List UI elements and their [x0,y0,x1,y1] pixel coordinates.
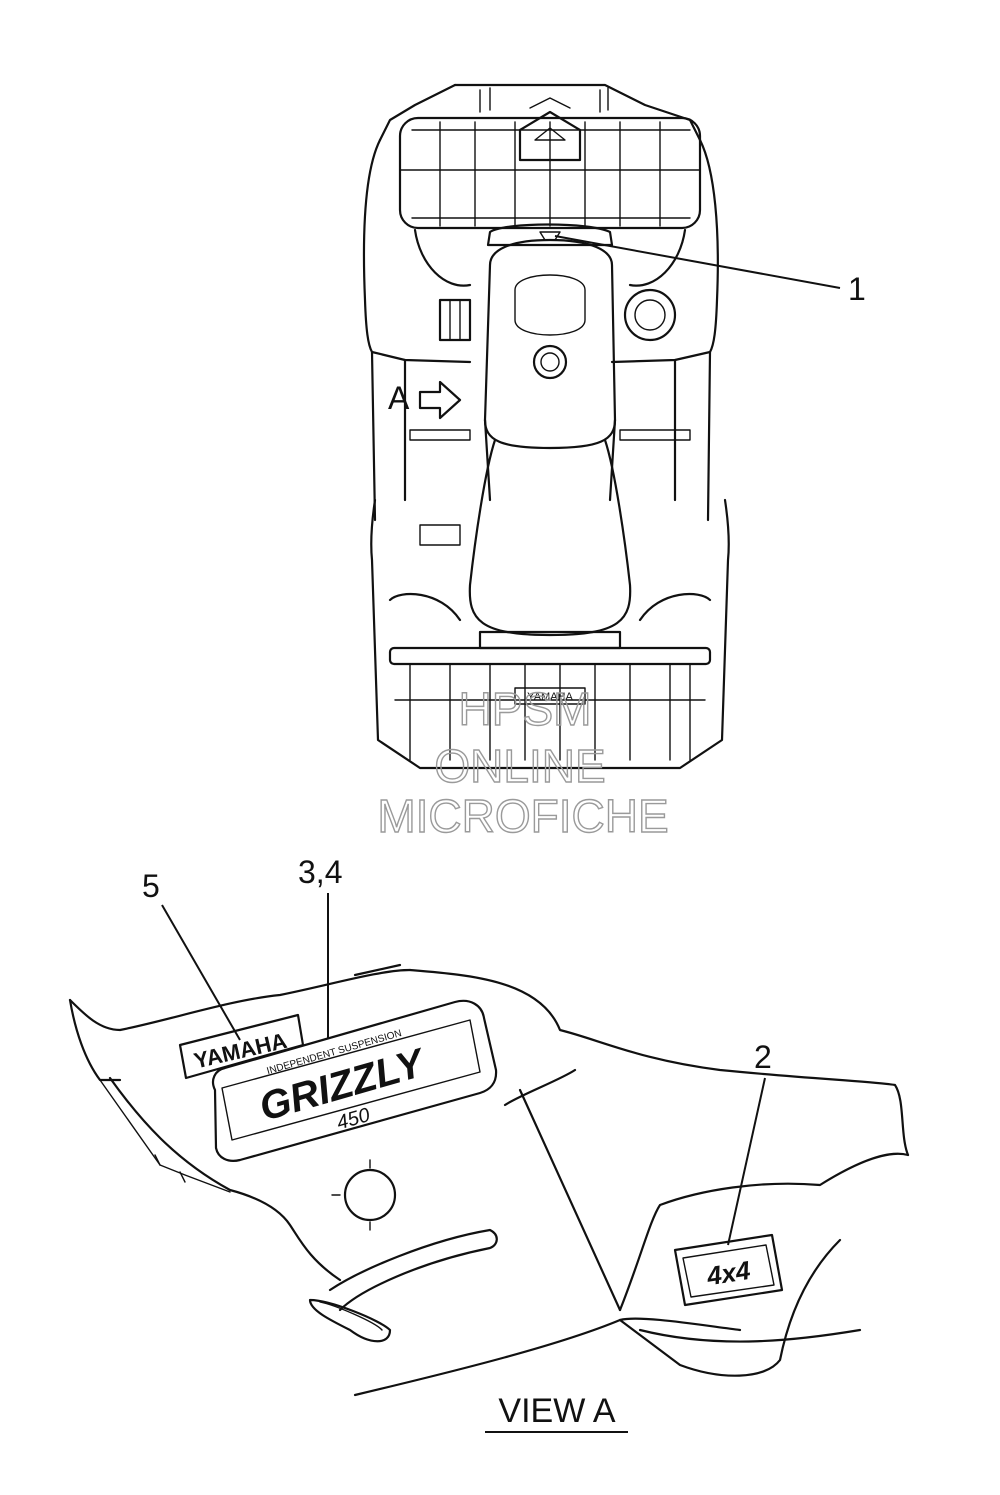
callout-label-3-4: 3,4 [298,854,342,890]
callout-label-5: 5 [142,868,160,904]
callout-label-1: 1 [848,271,866,307]
4x4-decal-text: 4x4 [704,1255,753,1292]
view-arrow-label: A [388,380,410,416]
view-title-text: VIEW A [498,1392,615,1430]
callout-1: 1 [554,235,866,307]
rear-brand-text: YAMAHA [527,691,573,703]
watermark: HPSM ONLINE MICROFICHE [377,682,670,842]
view-a-title: VIEW A [485,1392,628,1433]
rear-rack [388,592,712,761]
leader-line-5 [161,904,241,1041]
callout-2: 2 [727,1039,772,1246]
view-a-arrow: A [388,380,462,420]
watermark-line-1: HPSM [459,683,592,735]
4x4-decal: 4x4 [673,1233,784,1307]
right-arrow-icon [418,380,462,420]
side-view-detail [68,963,910,1397]
rear-brand-badge [514,687,586,705]
leader-line-2 [727,1077,766,1246]
front-rack [398,116,702,230]
callout-3-4: 3,4 [298,854,342,1038]
watermark-line-2: ONLINE [434,740,605,792]
leader-line-1 [554,235,841,289]
callout-5: 5 [142,868,241,1041]
watermark-line-3: MICROFICHE [377,790,668,842]
atv-top-view: YAMAHA [362,83,730,770]
callout-label-2: 2 [754,1039,772,1075]
